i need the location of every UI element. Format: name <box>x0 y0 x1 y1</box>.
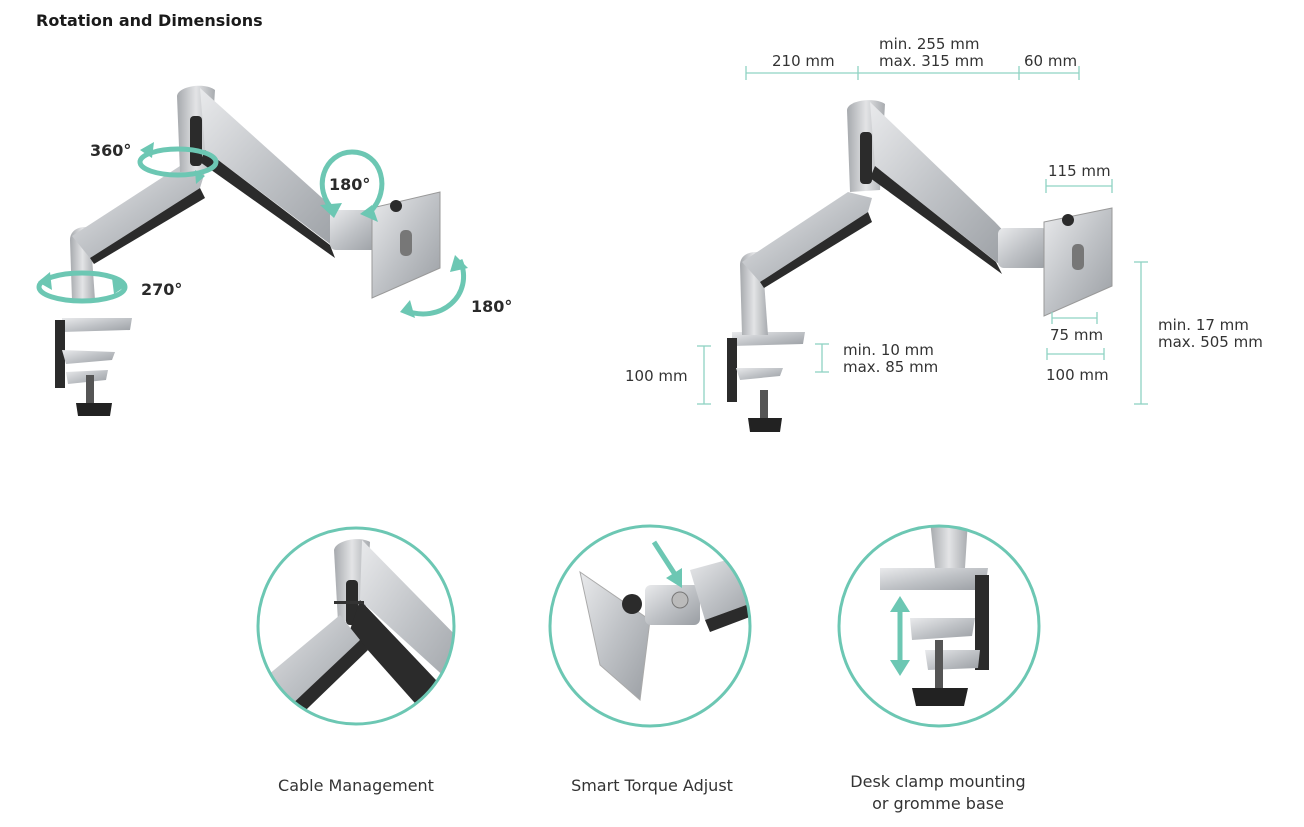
swivel-base-arrow <box>36 270 128 304</box>
dim-height-min: min. 17 mm <box>1158 316 1249 334</box>
rotation-label-rotate: 180° <box>471 297 513 316</box>
dim-vesa-75: 75 mm <box>1050 326 1104 344</box>
rotation-arrows <box>36 146 467 317</box>
caption-desk-clamp: Desk clamp mounting or gromme base <box>828 771 1048 815</box>
dim-desk-min: min. 10 mm <box>843 341 934 359</box>
dimension-lines <box>697 66 1148 405</box>
rotation-label-tilt: 180° <box>329 175 371 194</box>
feature-cable-management <box>256 526 456 726</box>
page-title: Rotation and Dimensions <box>36 11 263 30</box>
right-monitor-arm <box>727 100 1113 432</box>
dim-height-max: max. 505 mm <box>1158 333 1263 351</box>
dim-head-top: 115 mm <box>1048 162 1111 180</box>
caption-desk-clamp-line2: or gromme base <box>872 794 1004 813</box>
tilt-arrow <box>319 149 385 214</box>
dim-vesa-100: 100 mm <box>1046 366 1109 384</box>
rotation-label-swivel-base: 270° <box>141 280 183 299</box>
dim-clamp-height: 100 mm <box>625 367 688 385</box>
rotation-arrowheads <box>38 142 468 318</box>
dim-arm-mid-min: min. 255 mm <box>879 35 980 53</box>
feature-desk-clamp <box>837 524 1041 728</box>
dim-arm-mid-max: max. 315 mm <box>879 52 984 70</box>
feature-smart-torque-adjust <box>548 524 752 728</box>
rotation-label-swivel-arm: 360° <box>90 141 132 160</box>
dim-desk-max: max. 85 mm <box>843 358 939 376</box>
caption-desk-clamp-line1: Desk clamp mounting <box>850 772 1026 791</box>
dim-arm-outer: 60 mm <box>1024 52 1078 70</box>
caption-smart-torque-adjust: Smart Torque Adjust <box>571 776 733 795</box>
dim-arm-inner: 210 mm <box>772 52 835 70</box>
swivel-arm-arrow <box>137 146 219 178</box>
caption-cable-management: Cable Management <box>278 776 434 795</box>
rotate-arrow <box>403 259 467 317</box>
left-monitor-arm <box>55 85 441 416</box>
